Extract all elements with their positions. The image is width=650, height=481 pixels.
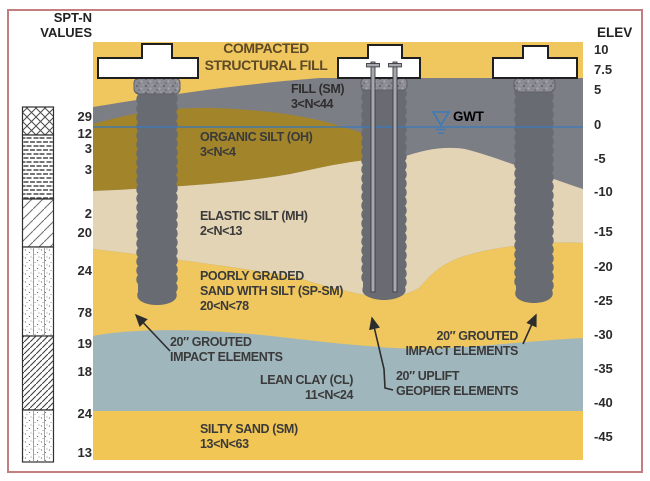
arrow-grouted-left bbox=[134, 313, 171, 352]
arrow-grouted-right bbox=[522, 313, 537, 345]
boring-log-column bbox=[21, 106, 55, 463]
elev-label: -40 bbox=[594, 395, 613, 410]
organic-silt-label: ORGANIC SILT (OH) 3<N<4 bbox=[200, 130, 313, 160]
spt-value: 3 bbox=[84, 141, 92, 156]
boring-section-fill bbox=[21, 106, 55, 136]
boring-section-organic-silt bbox=[21, 134, 55, 200]
gwt-triangle-icon bbox=[431, 111, 451, 127]
elev-label: -10 bbox=[594, 184, 613, 199]
uplift-rods bbox=[366, 61, 402, 293]
spt-header-line2: VALUES bbox=[40, 25, 92, 40]
spt-value: 24 bbox=[77, 263, 92, 278]
footings bbox=[97, 43, 578, 79]
boring-section-elastic-silt bbox=[21, 198, 55, 248]
sand-line1: POORLY GRADED bbox=[200, 269, 304, 283]
elastic-line1: ELASTIC SILT (MH) bbox=[200, 209, 308, 223]
fill-sm-line1: FILL (SM) bbox=[291, 82, 345, 96]
layer-silty-sand bbox=[93, 411, 583, 460]
organic-line1: ORGANIC SILT (OH) bbox=[200, 130, 313, 144]
spt-value: 12 bbox=[77, 126, 92, 141]
lean-clay-label: LEAN CLAY (CL) 11<N<24 bbox=[233, 373, 353, 403]
grouted-impact-left-label: 20″ GROUTED IMPACT ELEMENTS bbox=[170, 335, 283, 365]
fill-sm-line2: 3<N<44 bbox=[291, 97, 334, 111]
spt-value: 18 bbox=[77, 364, 92, 379]
elev-label: -45 bbox=[594, 429, 613, 444]
boring-section-sand bbox=[21, 246, 55, 337]
pile-left bbox=[136, 86, 178, 305]
elev-label: -35 bbox=[594, 361, 613, 376]
elastic-line2: 2<N<13 bbox=[200, 224, 243, 238]
spt-value: 3 bbox=[84, 162, 92, 177]
sand-line2: SAND WITH SILT (SP-SM) bbox=[200, 284, 344, 298]
grouted-left-line1: 20″ GROUTED bbox=[170, 335, 252, 349]
elev-label: 0 bbox=[594, 117, 602, 132]
silty-line2: 13<N<63 bbox=[200, 437, 249, 451]
grout-cap-left bbox=[133, 77, 181, 95]
uplift-rod-left bbox=[370, 61, 376, 293]
leader-arrows bbox=[134, 313, 537, 391]
elev-label: 7.5 bbox=[594, 62, 613, 77]
organic-line2: 3<N<4 bbox=[200, 145, 236, 159]
elastic-silt-label: ELASTIC SILT (MH) 2<N<13 bbox=[200, 209, 308, 239]
fill-sm-label: FILL (SM) 3<N<44 bbox=[291, 82, 345, 112]
uplift-geopier-label: 20″ UPLIFT GEOPIER ELEMENTS bbox=[396, 369, 518, 399]
silty-line1: SILTY SAND (SM) bbox=[200, 422, 298, 436]
grouted-right-line2: IMPACT ELEMENTS bbox=[405, 344, 518, 358]
spt-value: 29 bbox=[77, 109, 92, 124]
elev-label: 10 bbox=[594, 42, 609, 57]
elev-label: -15 bbox=[594, 224, 613, 239]
grout-cap-middle bbox=[360, 77, 408, 91]
grouted-right-line1: 20″ GROUTED bbox=[436, 329, 519, 343]
spt-header: SPT-N VALUES bbox=[26, 10, 92, 40]
rod-plate-right bbox=[388, 63, 402, 68]
footing-left bbox=[97, 43, 199, 79]
layer-lean-clay bbox=[93, 330, 583, 412]
spt-value: 20 bbox=[77, 225, 92, 240]
boring-column-dividers bbox=[33, 247, 45, 462]
gwt-line-group bbox=[93, 111, 583, 134]
arrow-uplift bbox=[369, 316, 394, 391]
elev-header: ELEV bbox=[597, 25, 633, 40]
pile-right bbox=[514, 88, 554, 303]
elev-label: 5 bbox=[594, 82, 602, 97]
elev-label: -30 bbox=[594, 327, 613, 342]
poorly-graded-sand-label: POORLY GRADED SAND WITH SILT (SP-SM) 20<… bbox=[200, 269, 343, 314]
layer-elastic-silt bbox=[93, 147, 583, 298]
spt-value: 78 bbox=[77, 305, 92, 320]
spt-value: 2 bbox=[84, 206, 92, 221]
rod-plate-left bbox=[366, 63, 380, 68]
elev-label: -25 bbox=[594, 293, 613, 308]
boring-section-silty-sand bbox=[21, 409, 55, 463]
compacted-fill-label: COMPACTED STRUCTURAL FILL bbox=[186, 40, 346, 73]
clay-line2: 11<N<24 bbox=[305, 388, 353, 402]
elev-label: -20 bbox=[594, 259, 613, 274]
pile-middle bbox=[361, 84, 407, 300]
footing-right bbox=[492, 45, 578, 79]
uplift-line2: GEOPIER ELEMENTS bbox=[396, 384, 519, 398]
uplift-rod-right bbox=[392, 61, 398, 293]
elev-label: -5 bbox=[594, 151, 606, 166]
grout-cap-right bbox=[513, 77, 556, 93]
grouted-impact-right-label: 20″ GROUTED IMPACT ELEMENTS bbox=[398, 329, 518, 359]
spt-value: 24 bbox=[77, 406, 92, 421]
gwt-label: GWT bbox=[453, 109, 484, 124]
compacted-line1: COMPACTED bbox=[223, 40, 309, 56]
grouted-left-line2: IMPACT ELEMENTS bbox=[170, 350, 283, 364]
spt-header-line1: SPT-N bbox=[53, 10, 92, 25]
compacted-line2: STRUCTURAL FILL bbox=[204, 56, 328, 73]
uplift-line1: 20″ UPLIFT bbox=[396, 369, 460, 383]
spt-value: 19 bbox=[77, 336, 92, 351]
footing-middle bbox=[337, 44, 421, 79]
boring-section-clay bbox=[21, 335, 55, 411]
spt-value: 13 bbox=[77, 445, 92, 460]
clay-line1: LEAN CLAY (CL) bbox=[259, 373, 353, 387]
sand-line3: 20<N<78 bbox=[200, 299, 249, 313]
silty-sand-label: SILTY SAND (SM) 13<N<63 bbox=[200, 422, 298, 452]
